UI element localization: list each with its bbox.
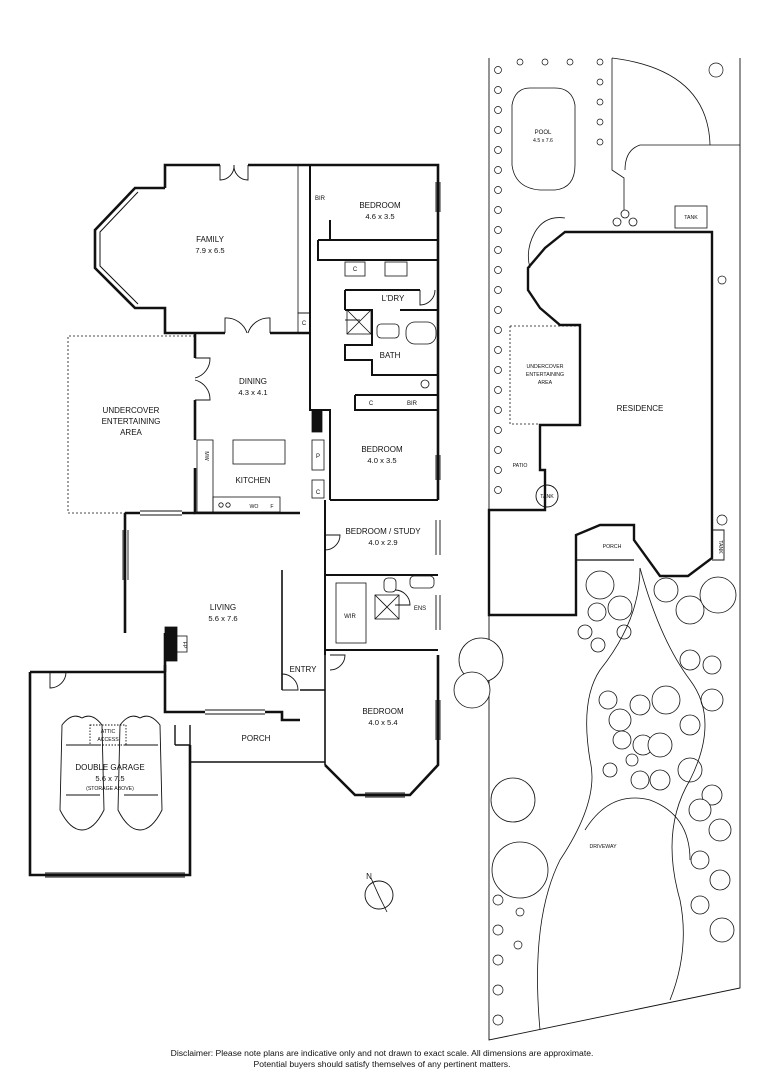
wo-label: WO — [250, 504, 259, 510]
residence-label: RESIDENCE — [617, 404, 664, 413]
undercover-label-3: AREA — [120, 428, 142, 437]
bedroom1-label: BEDROOM — [359, 201, 401, 210]
driveway-label: DRIVEWAY — [589, 844, 617, 850]
bedroom3-dims: 4.0 x 5.4 — [368, 718, 397, 727]
family-dims: 7.9 x 6.5 — [195, 246, 224, 255]
patio-label: PATIO — [513, 463, 528, 469]
pool-outline — [511, 87, 576, 191]
dining-dims: 4.3 x 4.1 — [238, 388, 267, 397]
disclaimer-line2: Potential buyers should satisfy themselv… — [253, 1059, 511, 1069]
side-tank-label: TANK — [717, 540, 723, 554]
bedroom1-dims: 4.6 x 3.5 — [365, 212, 394, 221]
porch-label: PORCH — [242, 734, 271, 743]
ens-label: ENS — [414, 606, 426, 612]
living-label: LIVING — [210, 603, 236, 612]
mw-label: MW — [203, 451, 209, 460]
bedroom2-label: BEDROOM — [361, 445, 403, 454]
kitchen-label: KITCHEN — [235, 476, 270, 485]
fp-label: FP — [181, 642, 187, 649]
tank-top-box — [674, 205, 708, 229]
site-trees — [453, 570, 737, 943]
c-hall-label: C — [369, 401, 374, 407]
garage-walls — [28, 665, 192, 877]
c-hall2-label: C — [316, 490, 321, 496]
site-undercover-2: ENTERTAINING — [526, 372, 564, 378]
bedroom2-dims: 4.0 x 3.5 — [367, 456, 396, 465]
laundry-label: L'DRY — [382, 294, 405, 303]
patio-curve — [527, 217, 566, 269]
floorplan-doors — [49, 164, 436, 746]
garage-note: (STORAGE ABOVE) — [86, 786, 134, 792]
living-walls — [123, 511, 300, 722]
family-bay-window — [99, 191, 139, 305]
siteplan-labels: POOL 4.5 x 7.6 TANK UNDERCOVER ENTERTAIN… — [513, 130, 723, 850]
bedroom-study-dims: 4.0 x 2.9 — [368, 538, 397, 547]
garden-path — [611, 57, 740, 210]
attic-label-2: ACCESS — [97, 737, 119, 743]
fridge-label: F — [270, 504, 273, 510]
c-laundry-label: C — [353, 267, 358, 273]
residence-patio-divider — [489, 509, 634, 561]
undercover-label-1: UNDERCOVER — [103, 406, 160, 415]
pool-label: POOL — [535, 130, 552, 136]
bedroom-bay-walls — [324, 655, 440, 797]
patio-tank-circle — [535, 484, 559, 508]
dining-walls — [193, 333, 300, 515]
c-dining-label: C — [302, 321, 307, 327]
dining-label: DINING — [239, 377, 267, 386]
garage-cars — [59, 715, 163, 831]
entry-label: ENTRY — [290, 665, 318, 674]
entry-walls — [281, 570, 326, 765]
bedroom3-label: BEDROOM — [362, 707, 404, 716]
compass-rose — [364, 877, 394, 913]
site-undercover-3: AREA — [538, 380, 553, 386]
compass-north-label: N — [366, 872, 372, 881]
disclaimer-line1: Disclaimer: Please note plans are indica… — [170, 1048, 594, 1058]
undercover-dotted-outline — [67, 335, 195, 514]
residence-outline — [487, 230, 714, 617]
pool-dims: 4.5 x 7.6 — [533, 138, 553, 144]
patio-tank-label: TANK — [540, 494, 554, 500]
site-undercover-1: UNDERCOVER — [527, 364, 564, 370]
wir-label: WIR — [344, 614, 356, 620]
pantry-label: P — [316, 454, 320, 460]
family-walls — [93, 163, 440, 500]
boundary-shrubs — [492, 58, 728, 1026]
bath-label: BATH — [380, 351, 401, 360]
bedroom-study-label: BEDROOM / STUDY — [345, 527, 421, 536]
attic-label-1: ATTIC — [101, 729, 116, 735]
residence-inner-undercover — [509, 325, 580, 425]
internal-walls — [309, 165, 438, 655]
tank-top-label: TANK — [684, 215, 698, 221]
floorplan-windows — [45, 182, 441, 878]
family-label: FAMILY — [196, 235, 225, 244]
bir1-label: BIR — [315, 196, 326, 202]
garage-dims: 5.6 x 7.5 — [95, 774, 124, 783]
bir2-label: BIR — [407, 401, 418, 407]
undercover-label-2: ENTERTAINING — [102, 417, 161, 426]
living-dims: 5.6 x 7.6 — [208, 614, 237, 623]
disclaimer: Disclaimer: Please note plans are indica… — [0, 1048, 764, 1070]
driveway-lines — [537, 567, 706, 1031]
side-tank-box — [712, 529, 725, 561]
pool-area — [511, 57, 740, 269]
floorplan-labels: FAMILY 7.9 x 6.5 BEDROOM 4.6 x 3.5 BIR C… — [75, 196, 426, 881]
porch-walls — [174, 725, 325, 763]
garage-label: DOUBLE GARAGE — [75, 763, 144, 772]
floorplan-fixtures — [164, 164, 437, 662]
site-porch-label: PORCH — [603, 544, 622, 550]
